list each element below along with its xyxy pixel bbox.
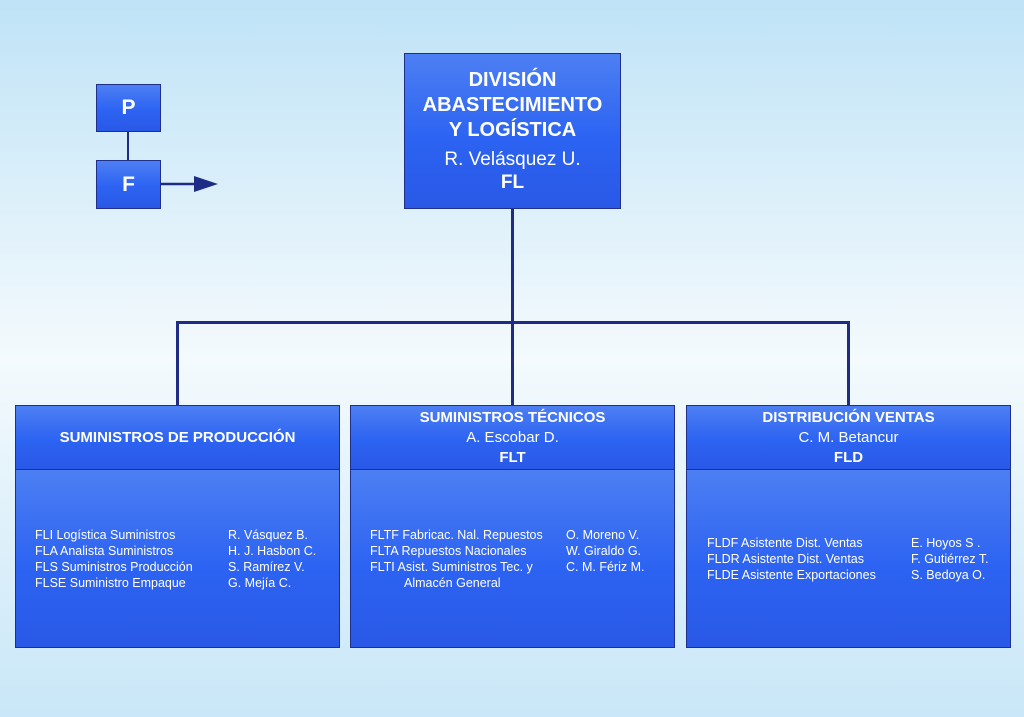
division-box: DIVISIÓN ABASTECIMIENTO Y LOGÍSTICA R. V…: [404, 53, 621, 209]
list-item-role: FLSE Suministro Empaque: [35, 576, 186, 590]
division-title-2: ABASTECIMIENTO: [422, 94, 603, 116]
division-person: R. Velásquez U.: [444, 149, 581, 170]
division-code: FL: [500, 172, 525, 193]
list-item-name: W. Giraldo G.: [566, 544, 642, 558]
dept-header-distribucion: DISTRIBUCIÓN VENTAS C. M. Betancur FLD: [686, 405, 1011, 470]
dept-person: C. M. Betancur: [798, 428, 899, 446]
legend-box-p: P: [96, 84, 161, 132]
arrow-right-icon: [160, 176, 218, 192]
dept-body-distribucion: FLDF Asistente Dist. Ventas E. Hoyos S .…: [686, 469, 1011, 648]
list-item-role: FLDE Asistente Exportaciones: [707, 568, 876, 582]
list-item-role: FLS Suministros Producción: [35, 560, 193, 574]
list-item-name: S. Bedoya O.: [911, 568, 986, 582]
legend-box-f: F: [96, 160, 161, 209]
list-item-name: H. J. Hasbon C.: [228, 544, 317, 558]
list-item-role: Almacén General: [404, 576, 501, 590]
legend-p-label: P: [121, 96, 136, 119]
list-item-name: C. M. Fériz M.: [566, 560, 645, 574]
list-item-name: F. Gutiérrez T.: [911, 552, 989, 566]
list-item-role: FLI Logística Suministros: [35, 528, 176, 542]
division-title-1: DIVISIÓN: [468, 69, 557, 91]
division-title-3: Y LOGÍSTICA: [448, 119, 577, 141]
dept-body-tecnicos: FLTF Fabricac. Nal. Repuestos O. Moreno …: [350, 469, 675, 648]
connector-middle: [511, 321, 514, 406]
dept-code: FLT: [499, 448, 526, 466]
dept-code: FLD: [833, 448, 864, 466]
connector-trunk: [511, 208, 514, 324]
dept-header-produccion: SUMINISTROS DE PRODUCCIÓN: [15, 405, 340, 470]
dept-title: SUMINISTROS DE PRODUCCIÓN: [59, 428, 296, 446]
dept-body-produccion: FLI Logística Suministros R. Vásquez B. …: [15, 469, 340, 648]
list-item-role: FLTA Repuestos Nacionales: [370, 544, 527, 558]
dept-title: SUMINISTROS TÉCNICOS: [419, 408, 606, 426]
list-item-name: R. Vásquez B.: [228, 528, 308, 542]
connector-left: [176, 321, 179, 406]
list-item-role: FLTI Asist. Suministros Tec. y: [370, 560, 533, 574]
list-item-name: E. Hoyos S .: [911, 536, 981, 550]
legend-connector: [127, 131, 129, 161]
list-item-name: S. Ramírez V.: [228, 560, 305, 574]
dept-title: DISTRIBUCIÓN VENTAS: [762, 408, 935, 426]
legend-f-label: F: [122, 172, 135, 196]
list-item-role: FLA Analista Suministros: [35, 544, 174, 558]
list-item-name: O. Moreno V.: [566, 528, 640, 542]
list-item-role: FLTF Fabricac. Nal. Repuestos: [370, 528, 543, 542]
connector-right: [847, 321, 850, 406]
list-item-role: FLDF Asistente Dist. Ventas: [707, 536, 863, 550]
dept-header-tecnicos: SUMINISTROS TÉCNICOS A. Escobar D. FLT: [350, 405, 675, 470]
list-item-name: G. Mejía C.: [228, 576, 292, 590]
dept-person: A. Escobar D.: [466, 428, 559, 446]
list-item-role: FLDR Asistente Dist. Ventas: [707, 552, 865, 566]
